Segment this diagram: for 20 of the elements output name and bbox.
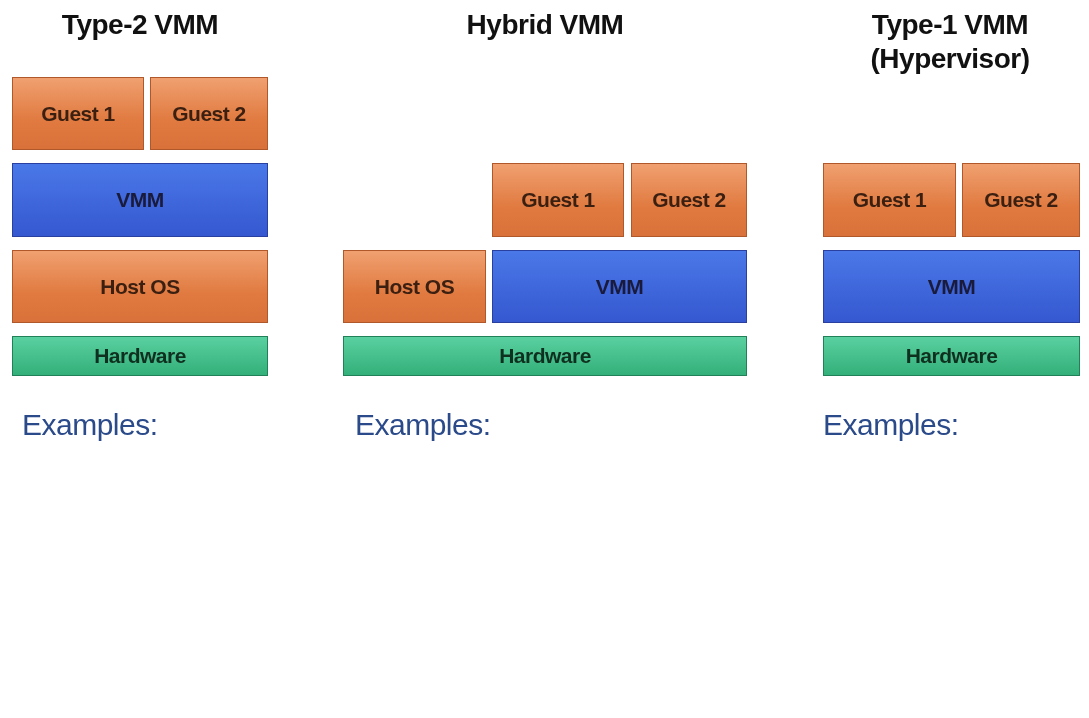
- column-heading: Hybrid VMM: [465, 8, 625, 42]
- layer-block: Guest 2: [150, 77, 268, 150]
- hardware-layer-block: Hardware: [823, 336, 1080, 376]
- vmm-layer-block: VMM: [823, 250, 1080, 323]
- column-heading: Type-1 VMM (Hypervisor): [869, 8, 1031, 76]
- layer-block: Guest 1: [492, 163, 624, 237]
- layer-block: Guest 1: [12, 77, 144, 150]
- layer-block: Guest 2: [962, 163, 1080, 237]
- examples-heading: Examples:: [22, 408, 158, 442]
- examples-heading: Examples:: [823, 408, 959, 442]
- hardware-layer-block: Hardware: [12, 336, 268, 376]
- vmm-layer-block: VMM: [492, 250, 747, 323]
- examples-heading: Examples:: [355, 408, 491, 442]
- layer-block: Host OS: [12, 250, 268, 323]
- layer-block: Host OS: [343, 250, 486, 323]
- layer-block: Guest 1: [823, 163, 956, 237]
- layer-block: Guest 2: [631, 163, 747, 237]
- vmm-layer-block: VMM: [12, 163, 268, 237]
- column-heading: Type-2 VMM: [60, 8, 220, 42]
- hardware-layer-block: Hardware: [343, 336, 747, 376]
